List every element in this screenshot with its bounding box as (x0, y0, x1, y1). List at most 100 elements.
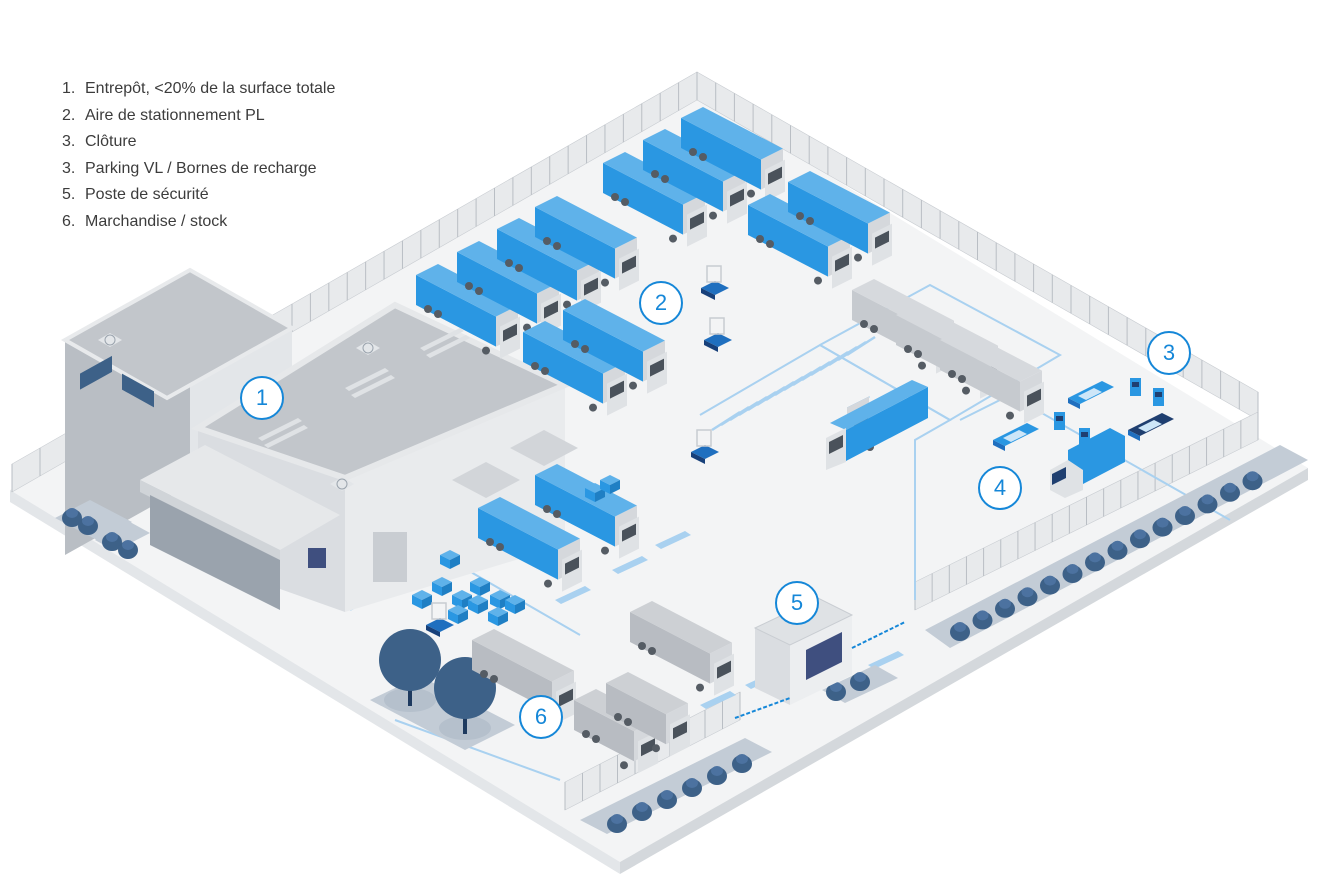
wheel (620, 761, 628, 770)
forklift-body (704, 340, 718, 352)
legend-item-number: 5. (62, 186, 76, 204)
trailer-side (457, 252, 537, 324)
callout-stock: 6 (519, 695, 563, 739)
canopy-edge (140, 480, 280, 562)
charging-screen (1056, 416, 1063, 421)
forklift-icon (701, 265, 729, 300)
wheel (490, 675, 498, 683)
crosswalk (711, 335, 876, 432)
pallet-side (488, 612, 498, 626)
legend-item-number: 3. (62, 159, 76, 177)
windshield (768, 166, 782, 185)
car-roof (1078, 388, 1102, 400)
wheel (661, 175, 669, 183)
legend-item: 2.Aire de stationnement PL (62, 105, 335, 132)
windshield (673, 721, 687, 740)
wheel (581, 345, 589, 353)
fan-icon (362, 342, 374, 354)
skylight (345, 368, 389, 391)
loading-pads (555, 531, 904, 709)
forklift-mast (431, 602, 447, 620)
pallet-side (440, 555, 450, 569)
car-parking (993, 378, 1174, 498)
lane-line (699, 343, 953, 600)
wheel (553, 242, 561, 250)
car-side (993, 440, 1005, 451)
wheel (482, 346, 490, 355)
wheel (814, 276, 822, 285)
wheel (806, 217, 814, 225)
pallets (412, 475, 620, 626)
trailer-top (681, 107, 783, 160)
legend-item-label: Parking VL / Bornes de recharge (85, 159, 317, 177)
wheel (638, 642, 646, 650)
trailer-side (472, 640, 552, 712)
ac-unit (98, 333, 122, 347)
forklift-body (691, 452, 705, 464)
pallet-side (458, 610, 468, 624)
trailer-top (478, 497, 580, 550)
wheel (601, 278, 609, 287)
forklift-icon (704, 317, 732, 352)
tree-icon (379, 629, 441, 691)
legend-item: 1.Entrepôt, <20% de la surface totale (62, 78, 335, 105)
dock-canopy (452, 462, 520, 498)
shrub-icon (686, 778, 698, 788)
trailer-side (681, 118, 761, 190)
wheel (870, 325, 878, 333)
legend-item-label: Poste de sécurité (85, 186, 209, 204)
wheel (796, 212, 804, 220)
crosswalk-stripe (846, 335, 876, 357)
legend-item: 6.Marchandise / stock (62, 211, 335, 238)
windshield (503, 323, 517, 342)
skylight (426, 335, 470, 358)
wheel (543, 505, 551, 513)
trailer-top (606, 672, 688, 715)
pallet-side (462, 595, 472, 609)
windshield (559, 688, 573, 707)
shrub-icon (106, 532, 118, 542)
wheel (747, 189, 755, 198)
wheel (601, 546, 609, 555)
forklift-icon (691, 429, 719, 464)
dock-canopy (510, 430, 578, 466)
pallet-side (585, 488, 595, 502)
wheel (541, 367, 549, 375)
van-icon (1050, 428, 1125, 498)
wheel (543, 237, 551, 245)
forklift-icon (426, 602, 454, 637)
plantings (55, 445, 1308, 834)
legend-item-label: Marchandise / stock (85, 212, 228, 230)
office-floor (150, 495, 280, 610)
truck-icon (606, 672, 690, 757)
truck-icon (630, 601, 734, 696)
loading-pad (868, 651, 904, 669)
loading-pad (555, 586, 591, 604)
car-icon (1128, 413, 1174, 441)
skylight (420, 328, 464, 351)
legend-item-label: Aire de stationnement PL (85, 106, 265, 124)
shrub-icon (1111, 540, 1124, 551)
windshield (875, 230, 889, 249)
shrub-icon (954, 622, 966, 632)
loading-pad (612, 556, 648, 574)
shrub-icon (1179, 506, 1191, 516)
pallet-side (505, 600, 515, 614)
wheel (669, 234, 677, 243)
shrub-icon (66, 508, 78, 518)
window (122, 373, 154, 408)
callout-warehouse: 1 (240, 376, 284, 420)
trailer-side (416, 275, 496, 347)
truck-icon (535, 196, 639, 291)
trailer-side (497, 229, 577, 301)
pallet-side (442, 582, 452, 596)
wheel (651, 170, 659, 178)
trailer-side (535, 207, 615, 279)
windshield (584, 277, 598, 296)
wheel (958, 375, 966, 383)
callout-fence: 3 (1147, 331, 1191, 375)
trailer-side (478, 508, 558, 580)
callout-truck-parking: 2 (639, 281, 683, 325)
pallet-side (478, 600, 488, 614)
truck-icon (681, 107, 785, 202)
